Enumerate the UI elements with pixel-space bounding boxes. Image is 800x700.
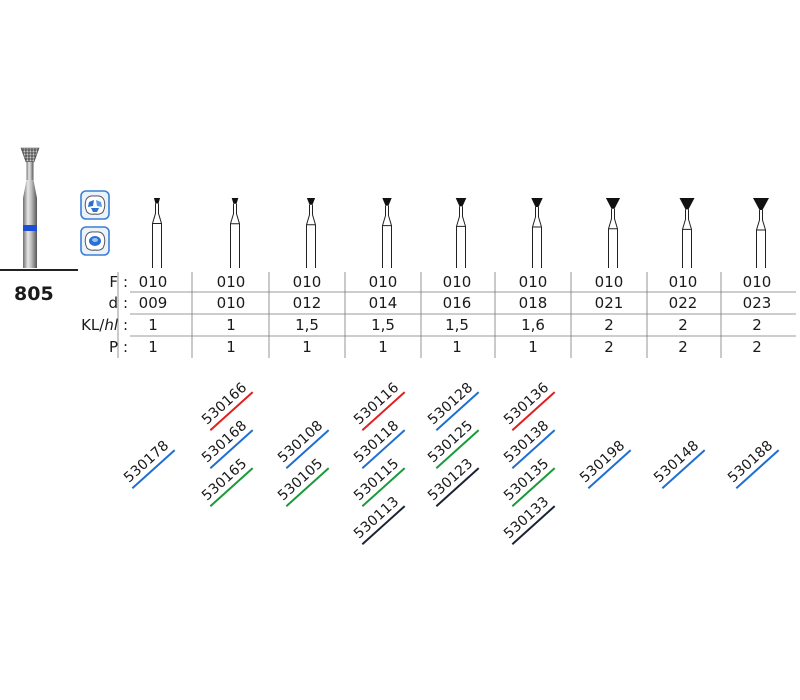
table-cell-d: 009 <box>138 294 168 312</box>
catalog-code-blue: 530178 <box>120 436 176 489</box>
table-cell-f: 010 <box>594 273 624 291</box>
table-cell-kl: 2 <box>604 316 614 334</box>
table-cell-p: 1 <box>528 338 538 356</box>
bur-shank <box>152 203 162 268</box>
colon: : <box>122 294 128 312</box>
table-cell-d: 012 <box>292 294 322 312</box>
table-cell-f: 010 <box>518 273 548 291</box>
bur-outline <box>531 198 543 268</box>
table-cell-f: 010 <box>742 273 772 291</box>
table-cell-d: 018 <box>518 294 548 312</box>
table-cell-d: 022 <box>668 294 698 312</box>
catalog-code-blue: 530148 <box>650 436 706 489</box>
table-cell-kl: 1 <box>148 316 158 334</box>
row-label-kl-italic: hl <box>104 316 118 334</box>
colon: : <box>122 273 128 291</box>
catalog-code-blue: 530198 <box>576 436 632 489</box>
table-cell-d: 021 <box>594 294 624 312</box>
bur-head <box>306 198 316 205</box>
table-cell-kl: 1,5 <box>445 316 469 334</box>
tooth-occlusal-icon <box>80 190 110 220</box>
table-cell-f: 010 <box>442 273 472 291</box>
bur-head <box>231 198 239 204</box>
bur-head <box>455 198 467 207</box>
bur-outline <box>679 198 695 268</box>
table-cell-p: 1 <box>302 338 312 356</box>
table-cell-p: 1 <box>148 338 158 356</box>
colon: : <box>122 338 128 356</box>
bur-shank <box>230 203 240 268</box>
bur-outline <box>306 198 316 268</box>
bur-outline <box>152 198 162 268</box>
table-cell-f: 010 <box>138 273 168 291</box>
catalog-code-blue: 530188 <box>724 436 780 489</box>
row-label-f: F <box>109 273 118 291</box>
table-cell-f: 010 <box>668 273 698 291</box>
bur-head <box>153 198 161 204</box>
table-cell-kl: 1,6 <box>521 316 545 334</box>
table-cell-f: 010 <box>368 273 398 291</box>
bur-shank <box>682 209 692 268</box>
bur-outline <box>455 198 467 268</box>
table-cell-f: 010 <box>292 273 322 291</box>
bur-outline <box>230 198 240 268</box>
table-cell-d: 010 <box>216 294 246 312</box>
row-label-kl: KL/hl <box>81 315 118 335</box>
table-cell-d: 023 <box>742 294 772 312</box>
row-label-d: d <box>108 294 118 312</box>
bur-head <box>679 198 695 210</box>
table-cell-p: 1 <box>452 338 462 356</box>
table-cell-p: 1 <box>226 338 236 356</box>
bur-product-photo <box>10 140 50 270</box>
row-label-column: F : d : KL/hl : P : <box>70 272 130 362</box>
colon: : <box>122 316 128 334</box>
table-cell-p: 2 <box>678 338 688 356</box>
bur-shank <box>382 205 392 268</box>
bur-head <box>382 198 392 206</box>
table-cell-kl: 1,5 <box>295 316 319 334</box>
table-cell-d: 016 <box>442 294 472 312</box>
row-label-kl-prefix: KL/ <box>81 316 105 334</box>
bur-outline <box>605 198 621 268</box>
bur-head <box>753 198 769 210</box>
table-cell-kl: 1 <box>226 316 236 334</box>
table-cell-kl: 1,5 <box>371 316 395 334</box>
table-cell-p: 1 <box>378 338 388 356</box>
bur-shank <box>608 208 618 268</box>
table-cell-p: 2 <box>752 338 762 356</box>
series-divider <box>0 269 78 271</box>
series-number: 805 <box>14 283 54 305</box>
bur-shank <box>456 206 466 268</box>
bur-outline <box>382 198 392 268</box>
bur-shank <box>532 206 542 268</box>
bur-shank <box>306 204 316 268</box>
row-label-p: P <box>108 338 118 356</box>
bur-head <box>531 198 543 207</box>
bur-outline <box>753 198 769 268</box>
table-cell-d: 014 <box>368 294 398 312</box>
table-cell-kl: 2 <box>678 316 688 334</box>
table-cell-kl: 2 <box>752 316 762 334</box>
bur-shank <box>756 210 766 268</box>
bur-head <box>605 198 621 209</box>
tooth-cavity-icon <box>80 226 110 256</box>
table-cell-f: 010 <box>216 273 246 291</box>
table-cell-p: 2 <box>604 338 614 356</box>
